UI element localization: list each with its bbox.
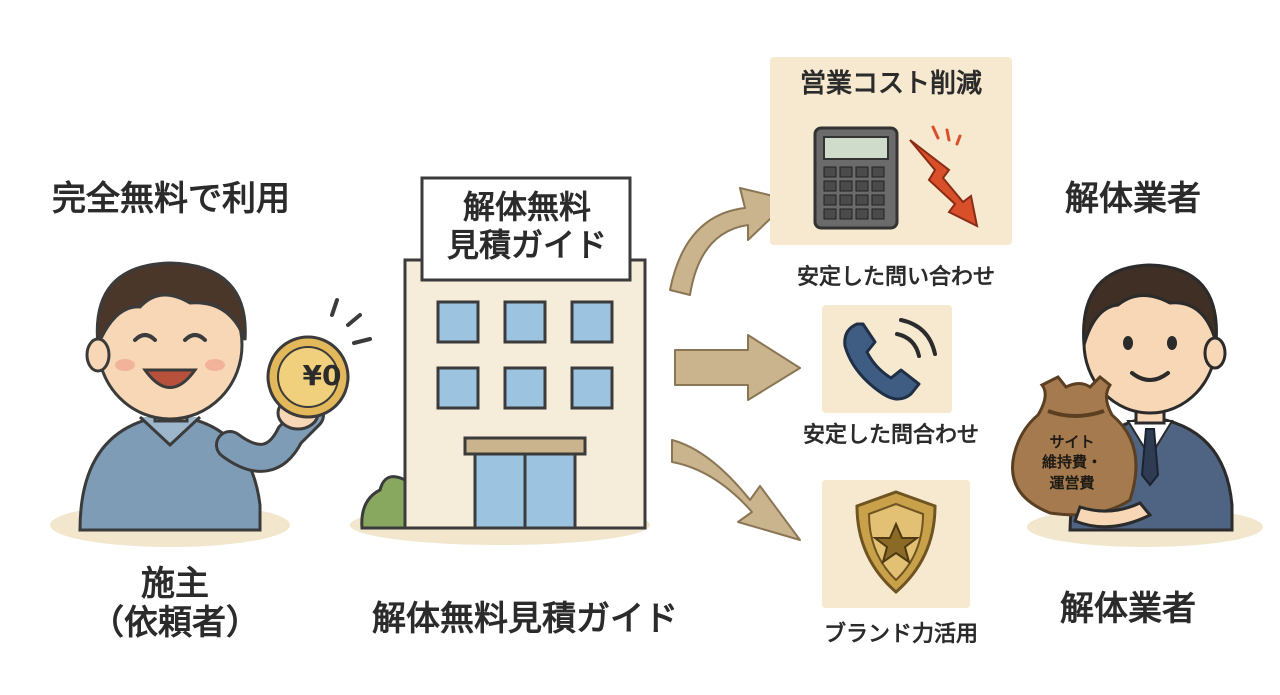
- window: [503, 300, 547, 344]
- arrow-down-right-icon: [671, 439, 801, 541]
- client-hair: [95, 261, 247, 346]
- phone-icon: [843, 318, 937, 401]
- contractor-illustration: [1011, 263, 1263, 547]
- contractor-eye-left: [1123, 336, 1133, 350]
- coin-inner-ring: [277, 346, 339, 408]
- money-bag-text: サイト 維持費・ 運営費: [1016, 432, 1128, 493]
- client-collar: [138, 415, 202, 448]
- entrance-canopy: [463, 436, 587, 456]
- window: [503, 366, 547, 410]
- sparkle-line: [346, 313, 362, 327]
- cost-reduction-title: 営業コスト削減: [799, 69, 982, 99]
- building-sign-text: 解体無料 見積ガイド: [424, 188, 630, 265]
- inquiries-caption-top: 安定した問い合わせ: [796, 265, 995, 290]
- money-bag-icon: [1011, 374, 1138, 517]
- client-eye-right: [183, 333, 207, 342]
- coin-text: ¥0: [302, 359, 342, 392]
- building-illustration: [350, 176, 650, 545]
- client-cheek-right: [205, 359, 225, 371]
- arrow-right-icon: [674, 334, 801, 401]
- client-bottom-label-line2: （依頼者）: [90, 603, 260, 644]
- contractor-top-label: 解体業者: [1065, 179, 1201, 219]
- window: [436, 366, 480, 410]
- money-bag-line2: 維持費・: [1041, 453, 1102, 472]
- client-bottom-label: 施主 （依頼者）: [80, 564, 270, 644]
- client-bottom-label-line1: 施主: [141, 564, 209, 604]
- sparkle-line: [352, 337, 372, 345]
- contractor-ear: [1203, 336, 1227, 370]
- money-bag-tie: [1047, 409, 1105, 418]
- bush-icon: [360, 475, 412, 530]
- contractor-bottom-label: 解体業者: [1060, 589, 1196, 629]
- contractor-hand: [1073, 501, 1153, 529]
- money-bag-line3: 運営費: [1049, 473, 1095, 492]
- money-bag-line1: サイト: [1049, 433, 1095, 451]
- client-cheek-left: [115, 359, 135, 371]
- building-bottom-label: 解体無料見積ガイド: [372, 599, 678, 639]
- building-sign-line2: 見積ガイド: [446, 226, 607, 265]
- contractor-eye-right: [1167, 336, 1177, 350]
- building-sign: [420, 176, 632, 282]
- window: [436, 300, 480, 344]
- building-sign-line1: 解体無料: [462, 188, 591, 226]
- client-illustration: [50, 261, 372, 547]
- calculator-icon: [813, 126, 899, 230]
- client-eye-left: [133, 333, 157, 342]
- down-trend-icon: [909, 125, 979, 228]
- window: [570, 366, 614, 410]
- client-top-label: 完全無料で利用: [52, 179, 290, 219]
- contractor-tie: [1140, 428, 1160, 487]
- client-ear-left: [85, 337, 111, 373]
- contractor-mouth: [1130, 371, 1170, 382]
- window: [570, 300, 614, 344]
- brand-caption: ブランド力活用: [823, 622, 978, 647]
- arrows: [669, 187, 801, 541]
- sparkle-line: [330, 298, 339, 317]
- client-arm-fill: [218, 403, 322, 470]
- inquiries-caption-bottom: 安定した問合わせ: [802, 423, 979, 448]
- client-mouth: [142, 368, 198, 389]
- shield-star-icon: [855, 490, 937, 594]
